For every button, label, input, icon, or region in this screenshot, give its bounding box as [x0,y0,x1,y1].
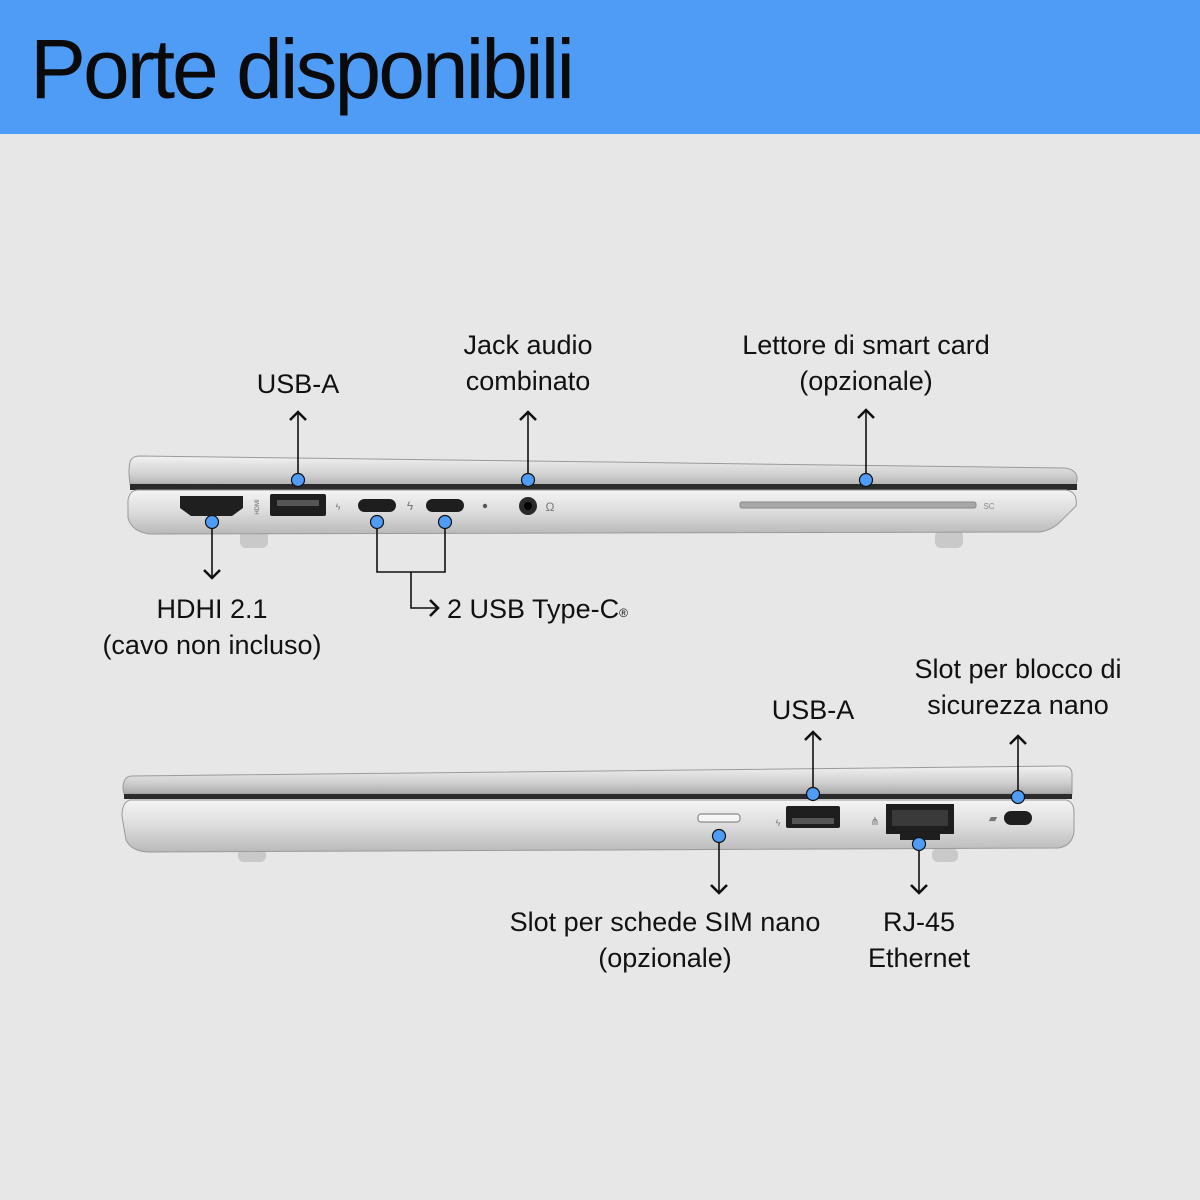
network-icon: ⋔ [870,816,879,828]
foot [935,530,963,548]
lock-icon: ▰ [989,813,998,825]
callout-dot-icon [805,786,821,802]
smart-card-engraving: SC [983,502,994,511]
lock-label-line2: sicurezza nano [927,690,1109,720]
label-usb-a-right: USB-A [772,692,855,728]
jack-audio-label-line1: Jack audio [463,330,593,360]
smart-card-label-line1: Lettore di smart card [742,330,990,360]
sim-label-line1: Slot per schede SIM nano [509,907,821,937]
smart-card-slot [739,501,977,509]
hdmi-port [180,496,243,516]
callout-dot-icon [204,514,220,530]
hdmi-engraving: HDMI [255,499,261,515]
callout-dot-icon [437,514,453,530]
jack-audio-label-line2: combinato [465,366,591,396]
label-hdmi: HDHI 2.1 (cavo non incluso) [102,591,321,663]
led-indicator [482,503,488,509]
rj45-label-line2: Ethernet [867,943,971,973]
usb-a-port [786,806,840,828]
laptop-lid [122,765,1073,795]
callout-dot-icon [858,472,874,488]
arrow-right-icon [410,572,440,617]
hdmi-label-line2: (cavo non incluso) [102,630,322,660]
usb-a-label: USB-A [771,695,855,725]
label-smart-card: Lettore di smart card (opzionale) [742,327,990,399]
laptop-lid [128,455,1078,489]
page-title: Porte disponibili [30,22,575,116]
usb-a-label: USB-A [256,369,340,399]
usb-c-port-2 [426,499,464,512]
usb-charge-icon: ϟ [776,818,781,828]
nano-lock-slot [1004,811,1032,825]
thunderbolt-icon: ϟ [407,499,414,513]
label-rj45: RJ-45 Ethernet [868,904,970,976]
callout-dot-icon [711,828,727,844]
registered-mark: ® [619,606,628,620]
sim-label-line2: (opzionale) [598,943,732,973]
usb-c-port-1 [358,499,396,512]
label-usb-a-left: USB-A [257,366,340,402]
label-nano-lock: Slot per blocco di sicurezza nano [914,651,1121,723]
hinge-seam [130,484,1077,490]
smart-card-label-line2: (opzionale) [799,366,933,396]
callout-dot-icon [290,472,306,488]
laptop-left-side: HDMI ϟ ϟ Ω SC [127,408,1078,617]
hdmi-label-line1: HDHI 2.1 [156,594,268,624]
callout-dot-icon [369,514,385,530]
callout-dot-icon [520,472,536,488]
headphones-icon: Ω [546,500,555,514]
lock-label-line1: Slot per blocco di [914,654,1122,684]
label-sim-slot: Slot per schede SIM nano (opzionale) [510,904,821,976]
callout-dot-icon [1010,789,1026,805]
foot [240,530,268,548]
laptop-right-side: ϟ ⋔ ▰ [121,730,1075,895]
hinge-seam [124,794,1072,799]
usb-charge-icon: ϟ [336,502,341,512]
header-banner: Porte disponibili [0,0,1200,134]
foot [932,848,958,862]
callout-dot-icon [911,836,927,852]
sim-slot [697,813,741,823]
rj45-label-line1: RJ-45 [882,907,956,937]
label-jack-audio: Jack audio combinato [463,327,592,399]
usb-c-label: 2 USB Type-C [447,594,620,624]
label-usb-c: 2 USB Type-C® [447,591,628,627]
